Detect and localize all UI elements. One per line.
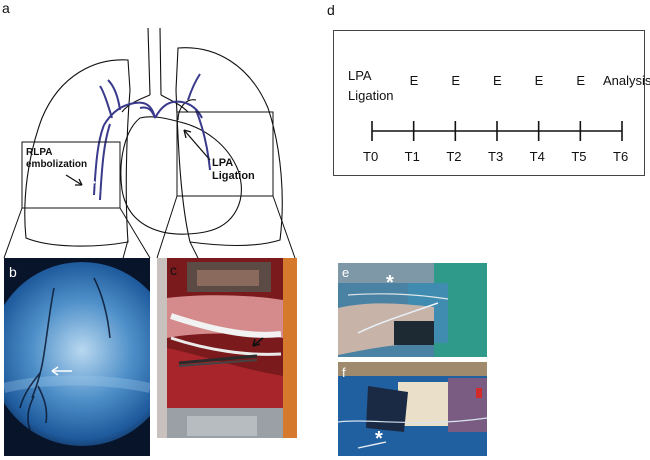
event-label: E bbox=[534, 73, 544, 88]
timepoint-label: T5 bbox=[571, 149, 587, 164]
lpa-label-line1: LPA bbox=[212, 157, 234, 169]
embolization-coil bbox=[91, 177, 101, 193]
start-label-line1: LPA bbox=[348, 68, 372, 83]
lpa-arrow bbox=[183, 129, 211, 161]
event-label: E bbox=[493, 73, 502, 88]
event-label: E bbox=[409, 73, 419, 88]
timepoint-label: T6 bbox=[613, 149, 629, 164]
rlpa-label: RLPA embolization bbox=[26, 147, 87, 171]
timepoint-label: T1 bbox=[404, 149, 420, 164]
timeline-start-label: LPA Ligation bbox=[348, 66, 394, 106]
panel-b-letter: b bbox=[9, 264, 17, 280]
rlpa-arrow bbox=[65, 174, 83, 186]
lung-diagram bbox=[3, 27, 296, 262]
panel-b-angiogram bbox=[4, 258, 150, 456]
lpa-inset-box bbox=[176, 111, 274, 197]
panel-e-marker: * bbox=[386, 272, 394, 294]
right-lung-outline bbox=[24, 59, 131, 247]
heart-outline bbox=[120, 116, 242, 235]
timeline-end-label: Analysis bbox=[603, 73, 650, 88]
lpa-label: LPA Ligation bbox=[212, 157, 255, 183]
timepoint-label: T2 bbox=[446, 149, 462, 164]
timeline-box bbox=[333, 30, 645, 176]
panel-d-letter: d bbox=[327, 2, 335, 18]
trachea-outline bbox=[147, 27, 162, 96]
panel-e-letter: e bbox=[342, 265, 350, 280]
surgical-image bbox=[157, 258, 297, 438]
timeline-axis bbox=[371, 121, 623, 141]
panel-a-letter: a bbox=[2, 0, 10, 16]
event-label: E bbox=[451, 73, 460, 88]
rlpa-label-line2: embolization bbox=[26, 159, 88, 170]
angiogram-image bbox=[4, 258, 150, 456]
pulmonary-arteries bbox=[93, 73, 211, 201]
panel-f-photo bbox=[338, 362, 487, 456]
event-label: E bbox=[576, 73, 585, 88]
panel-e-image bbox=[338, 263, 487, 357]
timepoint-label: T3 bbox=[488, 149, 504, 164]
left-lung-outline bbox=[175, 47, 283, 247]
timepoint-label: T0 bbox=[363, 149, 379, 164]
panel-f-letter: f bbox=[342, 365, 346, 380]
panel-e-photo bbox=[338, 263, 487, 357]
panel-f-marker: * bbox=[375, 428, 383, 450]
rlpa-label-line1: RLPA bbox=[26, 147, 53, 158]
panel-c-surgical-photo bbox=[157, 258, 297, 438]
start-label-line2: Ligation bbox=[348, 88, 394, 103]
timepoint-label: T4 bbox=[529, 149, 545, 164]
panel-f-image bbox=[338, 362, 487, 456]
lpa-label-line2: Ligation bbox=[212, 170, 255, 182]
rlpa-inset-box bbox=[21, 141, 121, 209]
panel-c-letter: c bbox=[170, 262, 177, 278]
